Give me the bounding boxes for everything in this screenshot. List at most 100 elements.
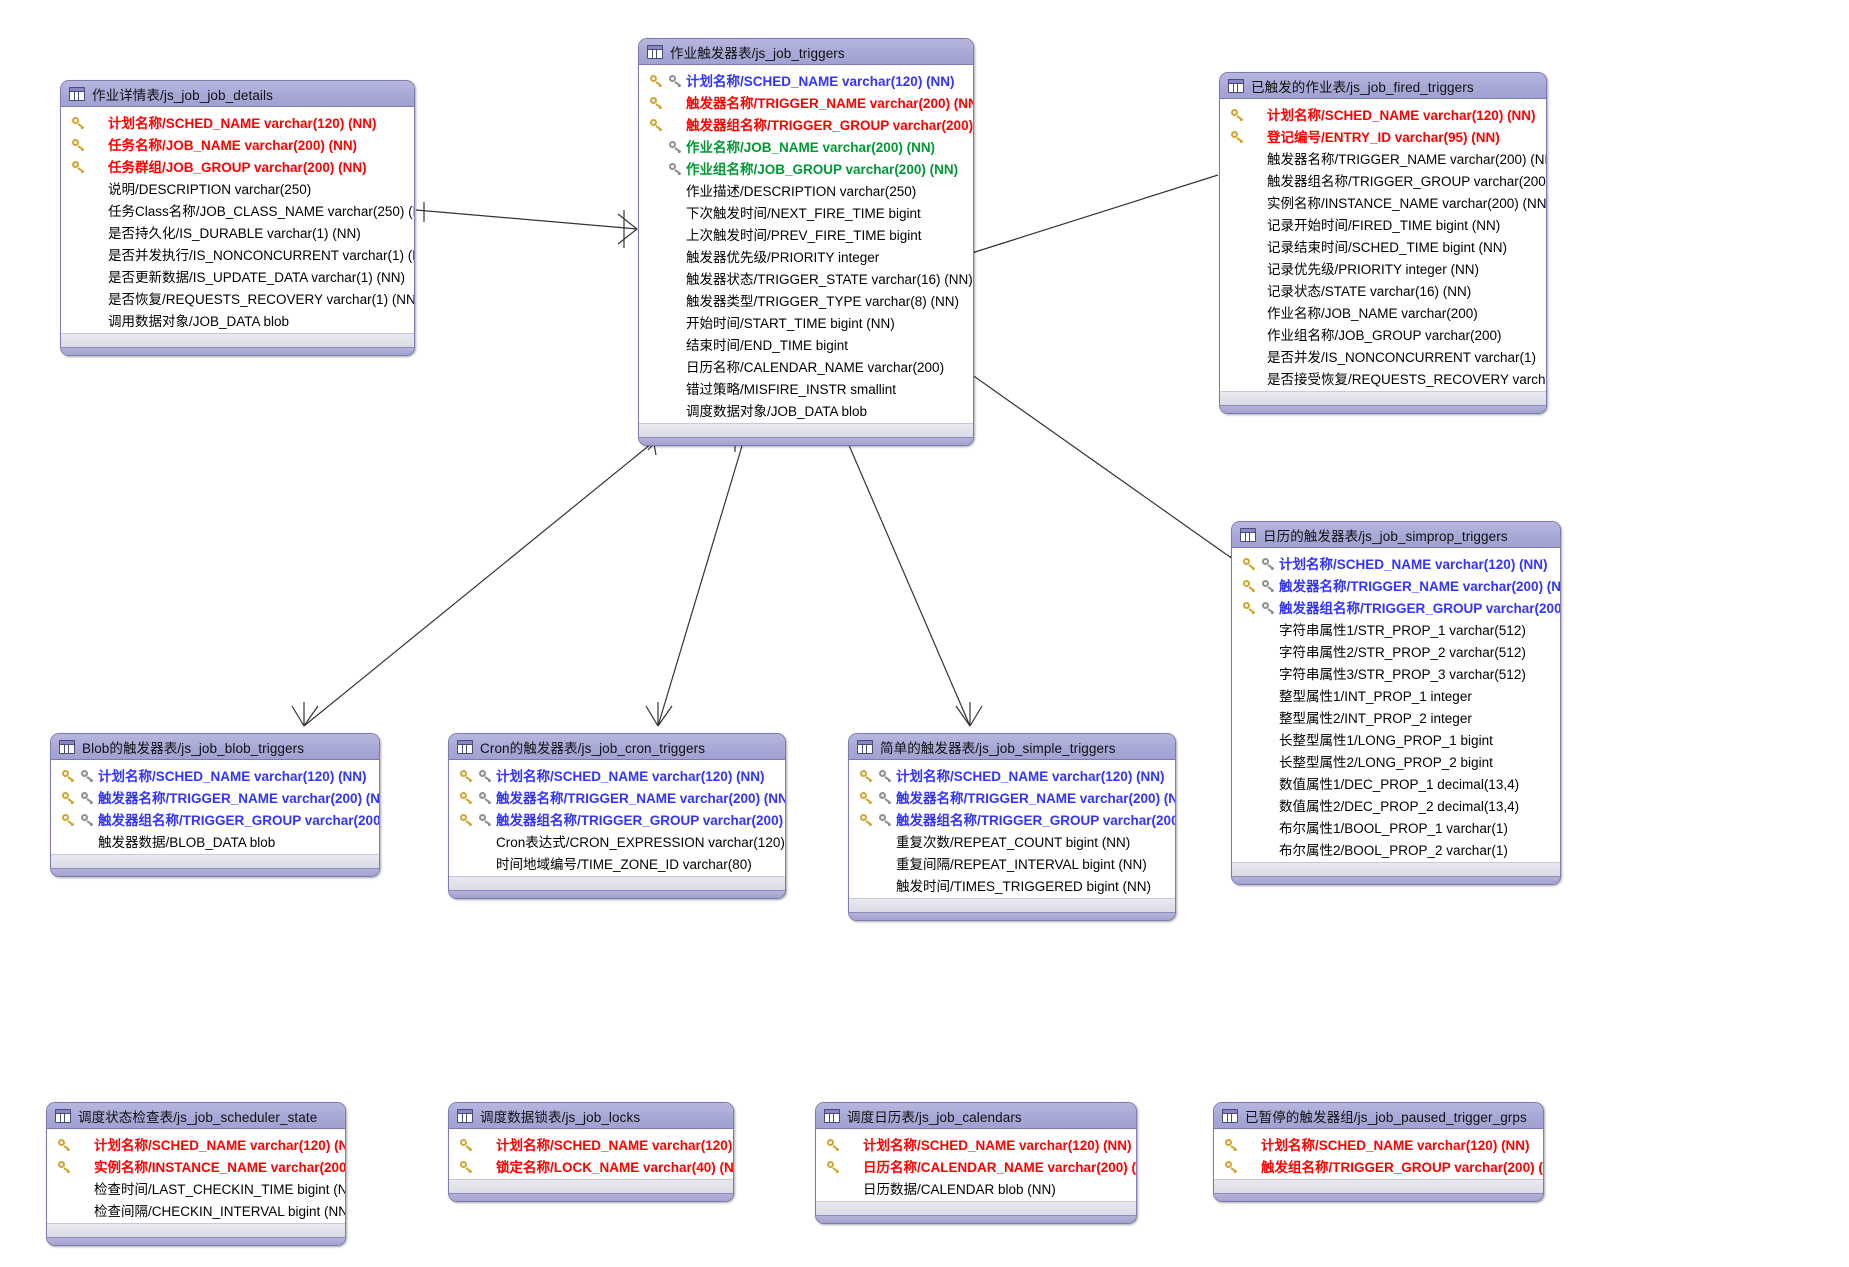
entity-job_triggers[interactable]: 作业触发器表/js_job_triggers 计划名称/SCHED_NAME va… xyxy=(638,38,974,446)
attribute-row[interactable]: 触发器状态/TRIGGER_STATE varchar(16) (NN) xyxy=(639,267,973,289)
attribute-row[interactable]: 触发器组名称/TRIGGER_GROUP varchar(200) (NN) xyxy=(849,808,1175,830)
attribute-row[interactable]: 计划名称/SCHED_NAME varchar(120) (NN) xyxy=(816,1133,1136,1155)
attribute-row[interactable]: 触发时间/TIMES_TRIGGERED bigint (NN) xyxy=(849,874,1175,896)
attribute-row[interactable]: 触发器名称/TRIGGER_NAME varchar(200) (NN) xyxy=(849,786,1175,808)
entity-header-blob_triggers[interactable]: Blob的触发器表/js_job_blob_triggers xyxy=(51,734,379,760)
entity-simprop_triggers[interactable]: 日历的触发器表/js_job_simprop_triggers 计划名称/SCHE… xyxy=(1231,521,1561,885)
entity-blob_triggers[interactable]: Blob的触发器表/js_job_blob_triggers 计划名称/SCHED… xyxy=(50,733,380,877)
attribute-row[interactable]: 说明/DESCRIPTION varchar(250) xyxy=(61,177,414,199)
attribute-row[interactable]: 布尔属性1/BOOL_PROP_1 varchar(1) xyxy=(1232,816,1560,838)
attribute-row[interactable]: 计划名称/SCHED_NAME varchar(120) (NN) xyxy=(1220,103,1546,125)
attribute-row[interactable]: 触发器类型/TRIGGER_TYPE varchar(8) (NN) xyxy=(639,289,973,311)
attribute-row[interactable]: 计划名称/SCHED_NAME varchar(120) (NN) xyxy=(449,1133,733,1155)
attribute-row[interactable]: 计划名称/SCHED_NAME varchar(120) (NN) xyxy=(449,764,785,786)
attribute-row[interactable]: 触发器组名称/TRIGGER_GROUP varchar(200) (NN) xyxy=(1220,169,1546,191)
attribute-row[interactable]: 触发组名称/TRIGGER_GROUP varchar(200) (NN) xyxy=(1214,1155,1543,1177)
attribute-row[interactable]: 触发器名称/TRIGGER_NAME varchar(200) (NN) xyxy=(639,91,973,113)
attribute-row[interactable]: 登记编号/ENTRY_ID varchar(95) (NN) xyxy=(1220,125,1546,147)
attribute-row[interactable]: 任务名称/JOB_NAME varchar(200) (NN) xyxy=(61,133,414,155)
attribute-row[interactable]: 计划名称/SCHED_NAME varchar(120) (NN) xyxy=(849,764,1175,786)
attribute-row[interactable]: 记录开始时间/FIRED_TIME bigint (NN) xyxy=(1220,213,1546,235)
attribute-row[interactable]: 字符串属性3/STR_PROP_3 varchar(512) xyxy=(1232,662,1560,684)
attribute-row[interactable]: 计划名称/SCHED_NAME varchar(120) (NN) xyxy=(47,1133,345,1155)
attribute-row[interactable]: 作业名称/JOB_NAME varchar(200) (NN) xyxy=(639,135,973,157)
entity-header-locks[interactable]: 调度数据锁表/js_job_locks xyxy=(449,1103,733,1129)
attribute-row[interactable]: 是否更新数据/IS_UPDATE_DATA varchar(1) (NN) xyxy=(61,265,414,287)
entity-cron_triggers[interactable]: Cron的触发器表/js_job_cron_triggers 计划名称/SCHED… xyxy=(448,733,786,899)
entity-fired_triggers[interactable]: 已触发的作业表/js_job_fired_triggers 计划名称/SCHED_… xyxy=(1219,72,1547,414)
entity-locks[interactable]: 调度数据锁表/js_job_locks 计划名称/SCHED_NAME varch… xyxy=(448,1102,734,1202)
attribute-row[interactable]: 重复次数/REPEAT_COUNT bigint (NN) xyxy=(849,830,1175,852)
entity-header-cron_triggers[interactable]: Cron的触发器表/js_job_cron_triggers xyxy=(449,734,785,760)
attribute-row[interactable]: 整型属性2/INT_PROP_2 integer xyxy=(1232,706,1560,728)
attribute-row[interactable]: 布尔属性2/BOOL_PROP_2 varchar(1) xyxy=(1232,838,1560,860)
attribute-row[interactable]: 触发器名称/TRIGGER_NAME varchar(200) (NN) xyxy=(1220,147,1546,169)
attribute-row[interactable]: 触发器名称/TRIGGER_NAME varchar(200) (NN) xyxy=(51,786,379,808)
attribute-row[interactable]: 作业描述/DESCRIPTION varchar(250) xyxy=(639,179,973,201)
attribute-row[interactable]: 调度数据对象/JOB_DATA blob xyxy=(639,399,973,421)
attribute-row[interactable]: 计划名称/SCHED_NAME varchar(120) (NN) xyxy=(61,111,414,133)
attribute-row[interactable]: 检查时间/LAST_CHECKIN_TIME bigint (NN) xyxy=(47,1177,345,1199)
attribute-row[interactable]: 任务Class名称/JOB_CLASS_NAME varchar(250) (N… xyxy=(61,199,414,221)
entity-header-job_details[interactable]: 作业详情表/js_job_job_details xyxy=(61,81,414,107)
entity-simple_triggers[interactable]: 简单的触发器表/js_job_simple_triggers 计划名称/SCHED… xyxy=(848,733,1176,921)
attribute-row[interactable]: 是否持久化/IS_DURABLE varchar(1) (NN) xyxy=(61,221,414,243)
attribute-row[interactable]: 整型属性1/INT_PROP_1 integer xyxy=(1232,684,1560,706)
attribute-row[interactable]: 是否并发/IS_NONCONCURRENT varchar(1) xyxy=(1220,345,1546,367)
attribute-row[interactable]: 计划名称/SCHED_NAME varchar(120) (NN) xyxy=(51,764,379,786)
attribute-row[interactable]: 日历名称/CALENDAR_NAME varchar(200) xyxy=(639,355,973,377)
attribute-row[interactable]: 作业组名称/JOB_GROUP varchar(200) (NN) xyxy=(639,157,973,179)
entity-paused_trigger_grps[interactable]: 已暂停的触发器组/js_job_paused_trigger_grps 计划名称/… xyxy=(1213,1102,1544,1202)
attribute-row[interactable]: 日历数据/CALENDAR blob (NN) xyxy=(816,1177,1136,1199)
attribute-row[interactable]: 日历名称/CALENDAR_NAME varchar(200) (NN) xyxy=(816,1155,1136,1177)
attribute-row[interactable]: 作业名称/JOB_NAME varchar(200) xyxy=(1220,301,1546,323)
attribute-row[interactable]: 实例名称/INSTANCE_NAME varchar(200) (NN) xyxy=(47,1155,345,1177)
attribute-row[interactable]: 检查间隔/CHECKIN_INTERVAL bigint (NN) xyxy=(47,1199,345,1221)
attribute-row[interactable]: 结束时间/END_TIME bigint xyxy=(639,333,973,355)
attribute-row[interactable]: 数值属性2/DEC_PROP_2 decimal(13,4) xyxy=(1232,794,1560,816)
attribute-row[interactable]: 作业组名称/JOB_GROUP varchar(200) xyxy=(1220,323,1546,345)
attribute-row[interactable]: 开始时间/START_TIME bigint (NN) xyxy=(639,311,973,333)
entity-header-simple_triggers[interactable]: 简单的触发器表/js_job_simple_triggers xyxy=(849,734,1175,760)
attribute-row[interactable]: 实例名称/INSTANCE_NAME varchar(200) (NN) xyxy=(1220,191,1546,213)
entity-job_details[interactable]: 作业详情表/js_job_job_details 计划名称/SCHED_NAME … xyxy=(60,80,415,356)
attribute-row[interactable]: 触发器组名称/TRIGGER_GROUP varchar(200) (NN) xyxy=(639,113,973,135)
attribute-row[interactable]: 长整型属性1/LONG_PROP_1 bigint xyxy=(1232,728,1560,750)
attribute-row[interactable]: 时间地域编号/TIME_ZONE_ID varchar(80) xyxy=(449,852,785,874)
attribute-row[interactable]: 错过策略/MISFIRE_INSTR smallint xyxy=(639,377,973,399)
attribute-row[interactable]: 触发器数据/BLOB_DATA blob xyxy=(51,830,379,852)
attribute-row[interactable]: 触发器组名称/TRIGGER_GROUP varchar(200) (NN) xyxy=(1232,596,1560,618)
attribute-row[interactable]: 记录优先级/PRIORITY integer (NN) xyxy=(1220,257,1546,279)
attribute-row[interactable]: 是否并发执行/IS_NONCONCURRENT varchar(1) (NN) xyxy=(61,243,414,265)
attribute-row[interactable]: 触发器组名称/TRIGGER_GROUP varchar(200) (NN) xyxy=(449,808,785,830)
attribute-row[interactable]: 触发器名称/TRIGGER_NAME varchar(200) (NN) xyxy=(449,786,785,808)
attribute-row[interactable]: 记录状态/STATE varchar(16) (NN) xyxy=(1220,279,1546,301)
entity-calendars[interactable]: 调度日历表/js_job_calendars 计划名称/SCHED_NAME va… xyxy=(815,1102,1137,1224)
attribute-row[interactable]: 触发器名称/TRIGGER_NAME varchar(200) (NN) xyxy=(1232,574,1560,596)
entity-header-simprop_triggers[interactable]: 日历的触发器表/js_job_simprop_triggers xyxy=(1232,522,1560,548)
attribute-row[interactable]: 数值属性1/DEC_PROP_1 decimal(13,4) xyxy=(1232,772,1560,794)
entity-header-job_triggers[interactable]: 作业触发器表/js_job_triggers xyxy=(639,39,973,65)
attribute-row[interactable]: 记录结束时间/SCHED_TIME bigint (NN) xyxy=(1220,235,1546,257)
entity-header-paused_trigger_grps[interactable]: 已暂停的触发器组/js_job_paused_trigger_grps xyxy=(1214,1103,1543,1129)
attribute-row[interactable]: 触发器优先级/PRIORITY integer xyxy=(639,245,973,267)
attribute-row[interactable]: 任务群组/JOB_GROUP varchar(200) (NN) xyxy=(61,155,414,177)
attribute-row[interactable]: 计划名称/SCHED_NAME varchar(120) (NN) xyxy=(1232,552,1560,574)
attribute-row[interactable]: 字符串属性1/STR_PROP_1 varchar(512) xyxy=(1232,618,1560,640)
attribute-row[interactable]: 计划名称/SCHED_NAME varchar(120) (NN) xyxy=(639,69,973,91)
attribute-row[interactable]: Cron表达式/CRON_EXPRESSION varchar(120) (NN… xyxy=(449,830,785,852)
attribute-row[interactable]: 下次触发时间/NEXT_FIRE_TIME bigint xyxy=(639,201,973,223)
attribute-row[interactable]: 锁定名称/LOCK_NAME varchar(40) (NN) xyxy=(449,1155,733,1177)
attribute-row[interactable]: 长整型属性2/LONG_PROP_2 bigint xyxy=(1232,750,1560,772)
attribute-row[interactable]: 上次触发时间/PREV_FIRE_TIME bigint xyxy=(639,223,973,245)
attribute-row[interactable]: 调用数据对象/JOB_DATA blob xyxy=(61,309,414,331)
entity-header-calendars[interactable]: 调度日历表/js_job_calendars xyxy=(816,1103,1136,1129)
attribute-row[interactable]: 字符串属性2/STR_PROP_2 varchar(512) xyxy=(1232,640,1560,662)
attribute-row[interactable]: 是否接受恢复/REQUESTS_RECOVERY varchar(1) xyxy=(1220,367,1546,389)
attribute-row[interactable]: 触发器组名称/TRIGGER_GROUP varchar(200) (NN) xyxy=(51,808,379,830)
attribute-row[interactable]: 是否恢复/REQUESTS_RECOVERY varchar(1) (NN) xyxy=(61,287,414,309)
attribute-row[interactable]: 计划名称/SCHED_NAME varchar(120) (NN) xyxy=(1214,1133,1543,1155)
entity-header-fired_triggers[interactable]: 已触发的作业表/js_job_fired_triggers xyxy=(1220,73,1546,99)
attribute-row[interactable]: 重复间隔/REPEAT_INTERVAL bigint (NN) xyxy=(849,852,1175,874)
